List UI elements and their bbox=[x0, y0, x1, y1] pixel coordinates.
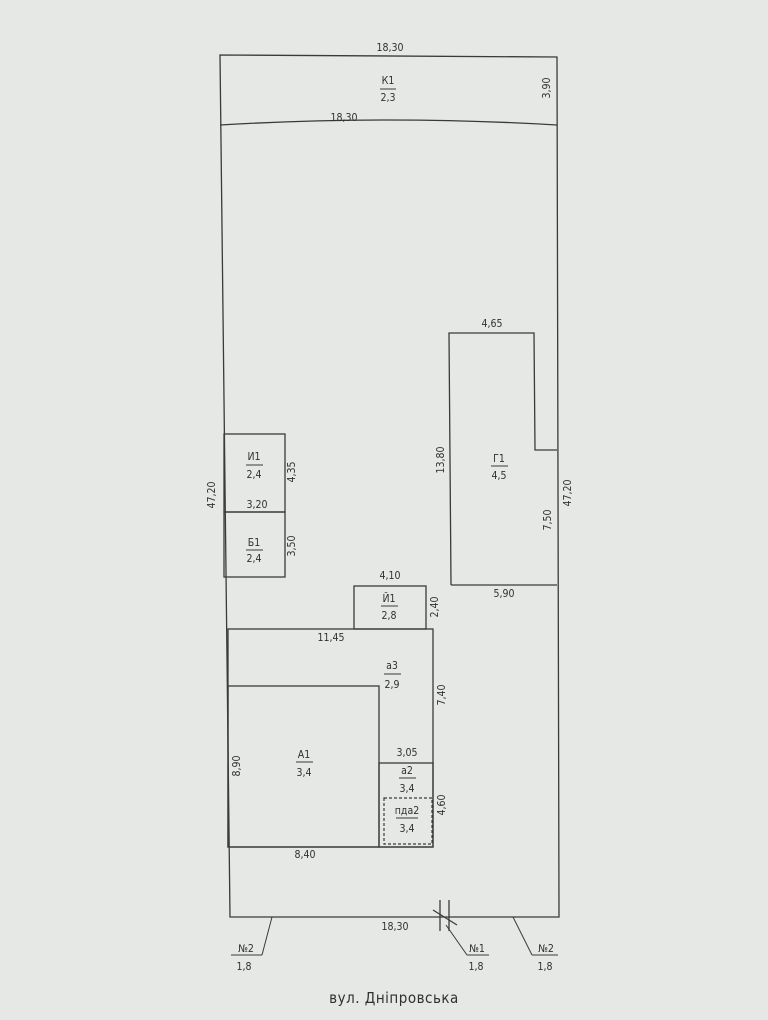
b1-value: 2,4 bbox=[246, 553, 261, 565]
g1-top-dim: 4,65 bbox=[481, 318, 502, 330]
gate-mid-code: №1 bbox=[469, 943, 485, 955]
plot-boundary bbox=[219, 54, 560, 918]
strip-k1-value: 2,3 bbox=[380, 92, 395, 104]
plot-length-left: 47,20 bbox=[206, 481, 218, 508]
i1-value: 2,4 bbox=[246, 469, 261, 481]
y1-height-dim: 2,40 bbox=[429, 596, 441, 617]
a1-height-dim: 8,90 bbox=[231, 755, 243, 776]
y1-value: 2,8 bbox=[381, 610, 396, 622]
b1-code: Б1 bbox=[248, 537, 261, 549]
building-a2 bbox=[378, 762, 434, 848]
gate-mid-leader bbox=[445, 924, 468, 956]
gate-mid-value: 1,8 bbox=[468, 961, 483, 973]
g1-left-dim: 13,80 bbox=[435, 446, 447, 473]
a3-value: 2,9 bbox=[384, 679, 399, 691]
gate-right-code: №2 bbox=[538, 943, 554, 955]
g1-right-lower-dim: 7,50 bbox=[542, 509, 554, 530]
a1-value: 3,4 bbox=[296, 767, 311, 779]
a2-width-dim: 3,05 bbox=[396, 747, 417, 759]
strip-k1-depth: 3,90 bbox=[541, 77, 553, 98]
i1-width-dim: 3,20 bbox=[246, 499, 267, 511]
gate-right-value: 1,8 bbox=[537, 961, 552, 973]
street-name: вул. Дніпровська bbox=[329, 989, 459, 1007]
a3-code: а3 bbox=[386, 660, 398, 672]
building-pda2 bbox=[383, 797, 433, 845]
gate-left-value: 1,8 bbox=[236, 961, 251, 973]
a1-width-dim: 8,40 bbox=[294, 849, 315, 861]
gate-1-slash bbox=[432, 909, 458, 926]
a2-code: а2 bbox=[401, 765, 413, 777]
i1-code: И1 bbox=[247, 451, 260, 463]
b1-height-dim: 3,50 bbox=[286, 535, 298, 556]
i1-height-dim: 4,35 bbox=[286, 461, 298, 482]
strip-k1-divider bbox=[219, 119, 558, 126]
building-g1 bbox=[448, 332, 557, 586]
g1-value: 4,5 bbox=[491, 470, 506, 482]
y1-code: Й1 bbox=[382, 592, 395, 605]
pda2-code: пда2 bbox=[395, 805, 420, 817]
a3-width-dim: 11,45 bbox=[317, 632, 344, 644]
a3-height-dim: 7,40 bbox=[436, 684, 448, 705]
plot-length-right: 47,20 bbox=[562, 479, 574, 506]
a1-code: А1 bbox=[298, 749, 310, 761]
building-b1 bbox=[223, 511, 286, 578]
a2-value: 3,4 bbox=[399, 783, 414, 795]
strip-k1-inner-width: 18,30 bbox=[330, 112, 357, 124]
plot-width-bottom: 18,30 bbox=[381, 921, 408, 933]
a2-height-dim: 4,60 bbox=[436, 794, 448, 815]
gate-right-leader bbox=[512, 916, 533, 956]
plot-width-top: 18,30 bbox=[376, 42, 403, 54]
g1-bottom-dim: 5,90 bbox=[493, 588, 514, 600]
gate-left-code: №2 bbox=[238, 943, 254, 955]
strip-k1-code: К1 bbox=[382, 75, 395, 87]
g1-code: Г1 bbox=[493, 453, 505, 465]
y1-width-dim: 4,10 bbox=[379, 570, 400, 582]
gate-left-leader bbox=[261, 916, 273, 956]
pda2-value: 3,4 bbox=[399, 823, 414, 835]
